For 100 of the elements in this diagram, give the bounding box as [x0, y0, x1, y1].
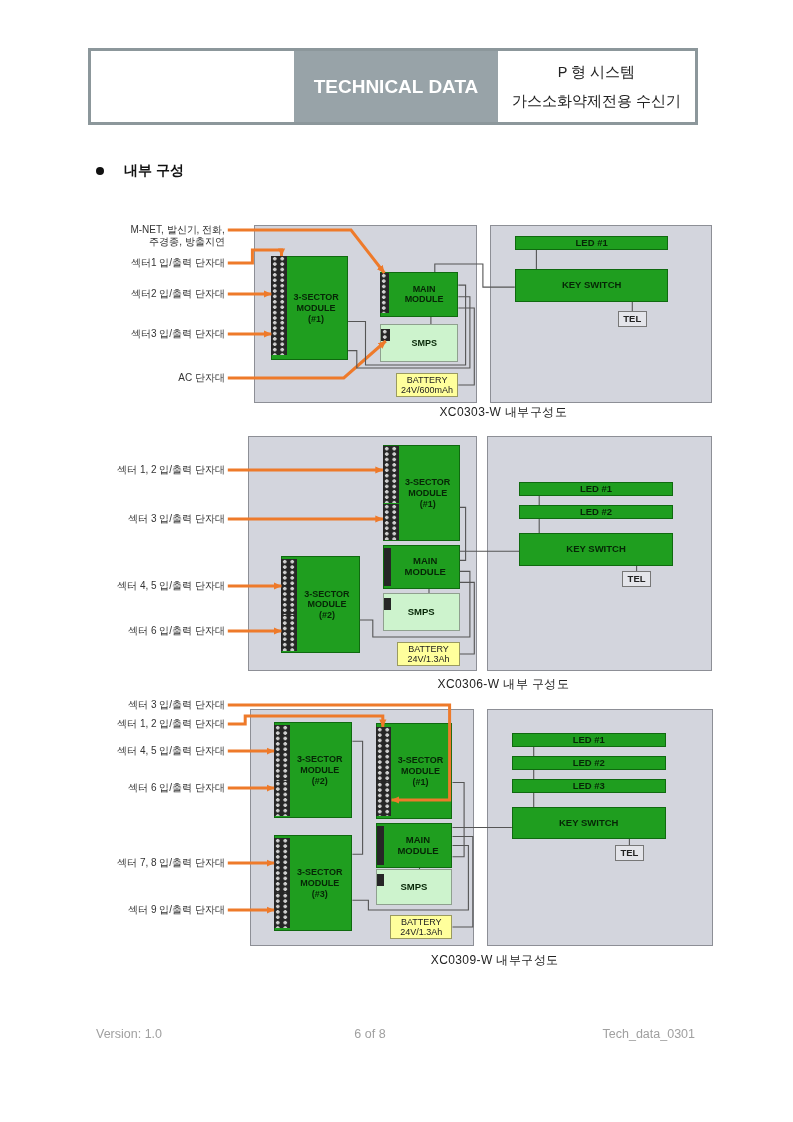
led-board: LED #1	[519, 482, 673, 496]
cable-line	[418, 867, 421, 870]
cable-line	[628, 838, 630, 846]
terminal-strip	[271, 256, 288, 320]
header-subtitle: 가스소화약제전용 수신기	[512, 91, 681, 111]
terminal-strip	[281, 615, 298, 651]
cable-line	[430, 316, 432, 325]
key-switch-board: KEY SWITCH	[511, 807, 666, 839]
door-panel	[490, 225, 712, 403]
circuit-board	[271, 256, 348, 360]
cable-line	[631, 301, 633, 312]
telephone-port: TEL	[622, 571, 652, 587]
cable-line	[533, 746, 535, 757]
power-supply-board: SMPS	[375, 869, 453, 905]
callout-label: 섹터 3 입/출력 단자대	[128, 699, 225, 711]
figure-caption: XC0303-W 내부구성도	[439, 403, 568, 421]
leader-arrow	[227, 784, 275, 792]
cable-line	[533, 792, 535, 808]
leader-arrow	[227, 466, 384, 474]
board-label: 3-SECTOR MODULE (#2)	[296, 753, 344, 787]
cable-line	[636, 565, 638, 572]
cable-line	[434, 263, 516, 288]
cable-line	[347, 296, 471, 369]
terminal-strip	[274, 838, 290, 893]
key-switch-board: KEY SWITCH	[519, 533, 673, 566]
callout-label: 섹터 1, 2 입/출력 단자대	[117, 464, 225, 476]
cable-line	[459, 581, 475, 655]
cable-line	[451, 781, 465, 858]
terminal-strip	[375, 727, 392, 782]
circuit-board	[375, 723, 453, 819]
board-label: 3-SECTOR MODULE (#1)	[404, 476, 452, 510]
circuit-board	[281, 556, 360, 653]
circuit-board	[274, 722, 353, 818]
power-supply-board: SMPS	[382, 593, 460, 631]
cable-line	[347, 284, 467, 366]
circuit-board	[274, 835, 353, 931]
callout-label: 섹터 9 입/출력 단자대	[128, 904, 225, 916]
cable-line	[428, 588, 430, 594]
leader-arrow	[227, 703, 452, 804]
leader-arrow	[227, 627, 282, 635]
cable-line	[459, 506, 467, 561]
cable-line	[535, 249, 537, 270]
power-supply-board	[380, 324, 459, 362]
battery-pack: BATTERY 24V/1.3Ah	[390, 915, 453, 939]
callout-label: 섹터 6 입/출력 단자대	[128, 625, 225, 637]
board-label: MAIN MODULE	[403, 283, 445, 306]
terminal-strip	[375, 782, 392, 816]
main-board: MAIN MODULE	[382, 545, 460, 589]
leader-arrow	[227, 859, 275, 867]
telephone-port: TEL	[614, 845, 644, 861]
main-board	[380, 272, 459, 317]
door-panel	[487, 709, 714, 946]
led-board: LED #2	[519, 505, 673, 519]
battery-pack: BATTERY 24V/1.3Ah	[397, 642, 460, 666]
callout-label: 섹터3 입/출력 단자대	[131, 328, 225, 340]
leader-arrow	[227, 290, 272, 298]
cable-line	[459, 550, 520, 552]
callout-label: 섹터1 입/출력 단자대	[131, 257, 225, 269]
main-board: MAIN MODULE	[375, 823, 453, 868]
callout-label: 섹터 3 입/출력 단자대	[128, 513, 225, 525]
leader-arrow	[227, 906, 275, 914]
leader-arrow	[227, 330, 272, 338]
callout-label: M-NET, 발신기, 전화, 주경종, 방출지연	[112, 224, 225, 248]
terminal-block	[381, 329, 391, 341]
cable-line	[351, 844, 469, 911]
leader-arrow	[227, 582, 282, 590]
callout-label: 섹터 7, 8 입/출력 단자대	[117, 857, 225, 869]
document-code: Tech_data_0301	[602, 1027, 695, 1041]
callout-label: 섹터2 입/출력 단자대	[131, 288, 225, 300]
led-board: LED #2	[511, 756, 666, 770]
board-label: 3-SECTOR MODULE (#3)	[296, 866, 344, 900]
version-text: Version: 1.0	[96, 1027, 162, 1041]
led-board: LED #3	[511, 779, 666, 793]
terminal-strip	[274, 893, 290, 928]
callout-label: AC 단자대	[178, 372, 225, 384]
cable-line	[538, 495, 540, 506]
terminal-strip	[382, 446, 399, 503]
board-label: SMPS	[410, 337, 438, 349]
telephone-port: TEL	[617, 311, 647, 327]
header-title: P 형 시스템	[557, 62, 636, 82]
leader-arrow	[227, 515, 384, 523]
figure-caption: XC0306-W 내부 구성도	[437, 675, 569, 693]
cable-line	[533, 769, 535, 780]
header-title-bar: TECHNICAL DATA	[294, 51, 498, 122]
terminal-strip	[382, 504, 399, 540]
terminal-strip	[281, 559, 298, 615]
board-label: 3-SECTOR MODULE (#2)	[303, 588, 351, 621]
callout-label: 섹터 4, 5 입/출력 단자대	[117, 745, 225, 757]
board-label: 3-SECTOR MODULE (#1)	[292, 291, 340, 325]
key-switch-board: KEY SWITCH	[514, 269, 669, 302]
circuit-board	[382, 445, 460, 541]
leader-arrow	[227, 228, 386, 274]
led-board: LED #1	[514, 236, 669, 250]
cable-line	[351, 740, 364, 855]
section-heading: 내부 구성	[124, 162, 184, 180]
board-label: 3-SECTOR MODULE (#1)	[396, 754, 445, 788]
terminal-strip	[271, 320, 288, 355]
enclosure-panel	[253, 225, 478, 403]
cable-line	[457, 307, 475, 386]
page-number: 6 of 8	[354, 1027, 386, 1041]
